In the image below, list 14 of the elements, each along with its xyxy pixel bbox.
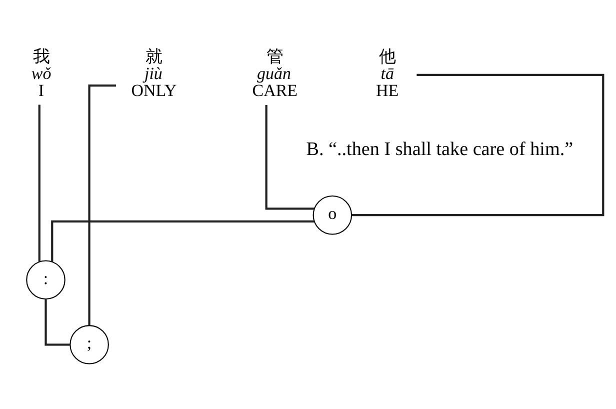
node-text: 他 tā HE bbox=[376, 47, 399, 100]
node-text: 管 guǎn CARE bbox=[252, 47, 298, 100]
connector bbox=[352, 74, 604, 216]
connector bbox=[44, 299, 70, 346]
node-circle: : bbox=[26, 260, 66, 300]
connector bbox=[51, 220, 314, 262]
connector bbox=[88, 84, 116, 326]
node-circle: o bbox=[312, 195, 352, 235]
node-circle: ; bbox=[70, 325, 109, 364]
connector bbox=[265, 105, 314, 210]
node-text: 就 jiù ONLY bbox=[131, 47, 177, 100]
node-text: 我 wǒ I bbox=[31, 47, 52, 100]
connector bbox=[38, 104, 40, 262]
label: B. “..then I shall take care of him.” bbox=[306, 139, 574, 160]
